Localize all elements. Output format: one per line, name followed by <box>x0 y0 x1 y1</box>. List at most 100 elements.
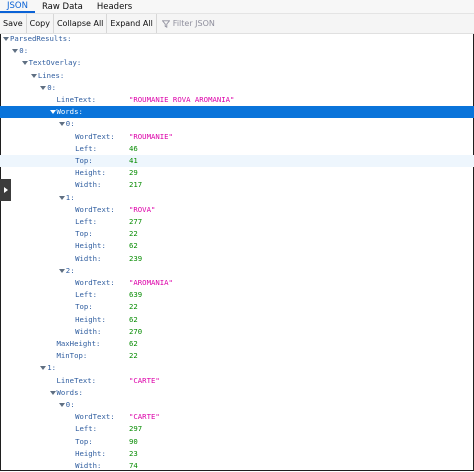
expand-toggle-icon[interactable] <box>58 195 65 200</box>
tree-key: Left: <box>75 217 98 226</box>
tree-key: LineText: <box>56 95 97 104</box>
tree-key: Top: <box>75 436 93 446</box>
tree-value: "ROUMANIE ROVA AROMANIA" <box>129 95 235 104</box>
tree-row[interactable]: 0: <box>0 82 474 94</box>
tree-row[interactable]: Top: 22 <box>0 301 474 313</box>
tree-row[interactable]: Words: <box>0 387 474 399</box>
tree-key: Height: <box>75 448 106 458</box>
tree-value: "CARTE" <box>129 412 160 422</box>
tree-value: 297 <box>129 424 143 434</box>
tree-row[interactable]: Width: 217 <box>0 179 474 191</box>
tree-value: 62 <box>129 339 138 348</box>
tree-row[interactable]: Left: 46 <box>0 143 474 155</box>
tree-key: Width: <box>75 461 102 470</box>
filter-placeholder: Filter JSON <box>172 19 215 28</box>
tree-row[interactable]: WordText:"ROVA" <box>0 204 474 216</box>
tree-row[interactable]: Left:277 <box>0 216 474 228</box>
tree-key: 0: <box>19 46 29 56</box>
tree-key: Width: <box>75 180 102 190</box>
tree-key: Top: <box>75 302 93 312</box>
save-button[interactable]: Save <box>0 14 27 33</box>
tree-row[interactable]: Top:41 <box>0 155 474 168</box>
tab-headers[interactable]: Headers <box>96 1 133 12</box>
expand-toggle-icon[interactable] <box>30 73 37 78</box>
tree-row[interactable]: Height: 23 <box>0 448 474 460</box>
tree-key: 0: <box>47 82 56 92</box>
expand-toggle-icon[interactable] <box>40 366 47 371</box>
tree-value: 239 <box>129 253 143 263</box>
tree-value: 62 <box>129 241 138 251</box>
tree-value: 217 <box>129 180 143 190</box>
expand-toggle-icon[interactable] <box>49 390 56 395</box>
tree-key: Lines: <box>37 70 65 80</box>
tree-row[interactable]: Words: <box>0 106 474 119</box>
tree-key: WordText: <box>75 412 115 422</box>
tree-row[interactable]: TextOverlay: <box>0 57 474 69</box>
tree-row[interactable]: Top: 90 <box>0 436 474 448</box>
tree-key: Words: <box>56 387 83 397</box>
tree-row[interactable]: Left: 297 <box>0 423 474 435</box>
collapse-all-button[interactable]: Collapse All <box>54 14 108 33</box>
tree-row[interactable]: Top: 22 <box>0 228 474 240</box>
tree-row[interactable]: 1: <box>0 192 474 204</box>
tree-key: 1: <box>65 192 75 202</box>
viewer-tabs: JSON Raw Data Headers <box>0 0 474 13</box>
expand-toggle-icon[interactable] <box>49 110 56 115</box>
expand-toggle-icon[interactable] <box>58 403 65 407</box>
tree-key: WordText: <box>75 131 115 141</box>
tree-key: 2: <box>65 265 75 275</box>
tree-row[interactable]: Height:62 <box>0 314 474 326</box>
tree-row[interactable]: Width:74 <box>0 460 474 472</box>
tree-row[interactable]: Height:62 <box>0 240 474 252</box>
tree-key: Left: <box>75 143 98 153</box>
tree-row[interactable]: WordText:"AROMANIA" <box>0 277 474 289</box>
tree-value: 23 <box>129 448 138 458</box>
filter-json-input[interactable]: Filter JSON <box>157 14 215 33</box>
tree-row[interactable]: Width:239 <box>0 253 474 265</box>
tree-row[interactable]: Height:29 <box>0 167 474 179</box>
tree-value: 22 <box>129 351 138 361</box>
tree-row[interactable]: 1: <box>0 362 474 374</box>
tree-row[interactable]: Lines: <box>0 70 474 82</box>
tree-key: WordText: <box>75 204 115 214</box>
tree-row[interactable]: 0: <box>0 399 474 411</box>
chevron-right-icon <box>3 187 8 193</box>
tree-row[interactable]: WordText: "CARTE" <box>0 411 474 423</box>
expand-toggle-icon[interactable] <box>21 61 28 66</box>
tree-value: 41 <box>129 156 138 165</box>
tree-row[interactable]: LineText:"CARTE" <box>0 375 474 387</box>
tree-row[interactable]: MaxHeight:62 <box>0 338 474 350</box>
tree-row[interactable]: LineText: "ROUMANIE ROVA AROMANIA" <box>0 94 474 106</box>
expand-toggle-icon[interactable] <box>40 85 47 90</box>
tree-row[interactable]: 2: <box>0 265 474 277</box>
tree-key: MinTop: <box>56 351 88 361</box>
tree-value: 270 <box>129 326 143 336</box>
tree-value: 22 <box>129 302 138 312</box>
tree-row[interactable]: 0: <box>0 45 474 57</box>
tab-raw-data[interactable]: Raw Data <box>41 1 83 12</box>
tree-row[interactable]: Left:639 <box>0 289 474 301</box>
copy-button[interactable]: Copy <box>27 14 54 33</box>
tree-key: Left: <box>75 424 98 434</box>
tree-key: ParsedResults: <box>10 34 72 43</box>
tree-value: "AROMANIA" <box>129 278 173 287</box>
expand-all-button[interactable]: Expand All <box>107 14 157 33</box>
tree-value: 22 <box>129 229 138 239</box>
expand-toggle-icon[interactable] <box>58 122 65 127</box>
json-toolbar: Save Copy Collapse All Expand All Filter… <box>0 13 474 34</box>
tree-value: "CARTE" <box>129 375 160 385</box>
tree-value: 46 <box>129 143 138 153</box>
tree-value: 90 <box>129 436 138 446</box>
expand-toggle-icon[interactable] <box>3 37 9 41</box>
panel-toggle-handle[interactable] <box>0 179 11 201</box>
expand-toggle-icon[interactable] <box>58 268 65 273</box>
tree-row[interactable]: 0: <box>0 118 474 130</box>
tree-row[interactable]: MinTop: 22 <box>0 350 474 362</box>
expand-toggle-icon[interactable] <box>12 49 19 54</box>
tree-row[interactable]: Width:270 <box>0 326 474 338</box>
tab-json[interactable]: JSON <box>0 0 35 13</box>
tree-value: 62 <box>129 314 138 324</box>
tree-key: Top: <box>75 229 93 239</box>
tree-row[interactable]: ParsedResults: <box>0 33 474 45</box>
tree-row[interactable]: WordText:"ROUMANIE" <box>0 131 474 143</box>
